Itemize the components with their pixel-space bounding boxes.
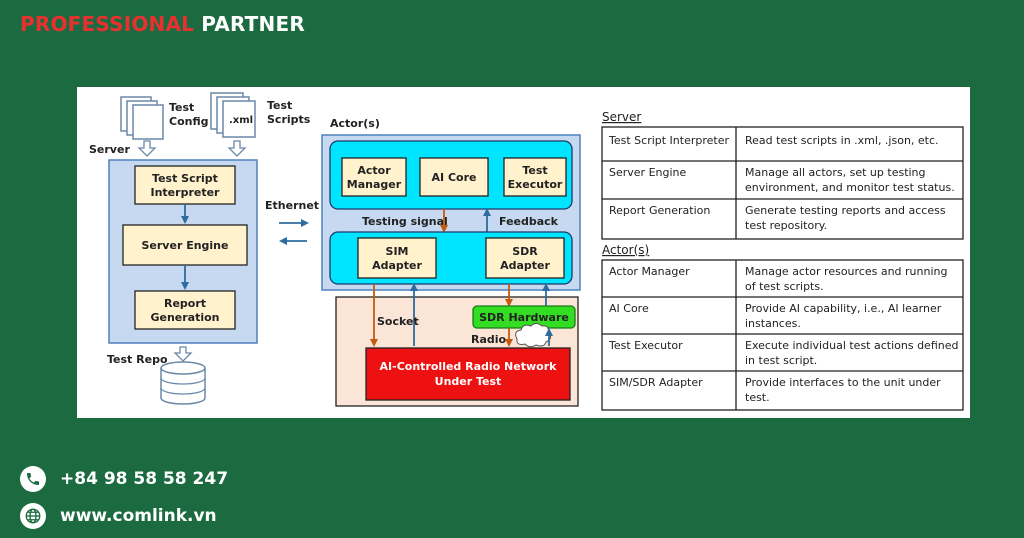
scripts-input-arrow-icon	[227, 140, 247, 157]
test-config-document-icon	[120, 96, 164, 140]
radio-network-label-line1: AI-Controlled Radio Network	[380, 360, 558, 373]
server-row-2-desc-line2: environment, and monitor test status.	[745, 181, 955, 194]
interpreter-label-line2: Interpreter	[151, 186, 221, 199]
test-repo-label: Test Repo	[107, 353, 168, 366]
interpreter-label-line1: Test Script	[152, 172, 218, 185]
repo-arrow-icon	[173, 346, 193, 362]
actors-row-3-name: Test Executor	[608, 339, 683, 352]
actors-label: Actor(s)	[330, 117, 380, 130]
diagram-panel: Test Config .xml Test Scripts Server Tes…	[77, 87, 970, 418]
actor-manager-label-line1: Actor	[357, 164, 391, 177]
actors-row-3-desc-line2: in test script.	[745, 354, 817, 367]
server-table-heading: Server	[602, 110, 641, 124]
test-executor-block	[503, 157, 567, 197]
radio-network-block	[365, 347, 571, 401]
phone-contact[interactable]: +84 98 58 58 247	[20, 466, 228, 492]
test-executor-label-line1: Test	[522, 164, 547, 177]
socket-label: Socket	[377, 315, 419, 328]
server-engine-block	[122, 224, 248, 266]
architecture-diagram: Test Config .xml Test Scripts Server Tes…	[89, 92, 964, 411]
server-row-2-desc-line1: Manage all actors, set up testing	[745, 166, 926, 179]
actor-manager-block	[341, 157, 407, 197]
testing-signal-label: Testing signal	[362, 215, 448, 228]
actors-row-2-desc-line1: Provide AI capability, i.e., AI learner	[745, 302, 942, 315]
server-label: Server	[89, 143, 130, 156]
test-config-label-line1: Test	[169, 101, 194, 114]
test-scripts-label-line2: Scripts	[267, 113, 311, 126]
brand-title: PROFESSIONAL PARTNER	[20, 12, 305, 36]
actors-row-1-name: Actor Manager	[609, 265, 690, 278]
actors-row-1-desc-line2: of test scripts.	[745, 280, 824, 293]
feedback-label: Feedback	[499, 215, 559, 228]
database-icon	[160, 361, 206, 405]
server-table	[601, 126, 964, 240]
actors-row-1-desc-line1: Manage actor resources and running	[745, 265, 948, 278]
xml-label: .xml	[229, 115, 253, 126]
test-executor-label-line2: Executor	[508, 178, 563, 191]
actors-row-4-name: SIM/SDR Adapter	[609, 376, 703, 389]
website-contact[interactable]: www.comlink.vn	[20, 503, 217, 529]
server-engine-label: Server Engine	[142, 239, 229, 252]
phone-number: +84 98 58 58 247	[60, 469, 229, 489]
server-row-2-name: Server Engine	[609, 166, 687, 179]
sdr-adapter-label-line2: Adapter	[500, 259, 550, 272]
config-input-arrow-icon	[137, 140, 157, 157]
sim-adapter-label-line2: Adapter	[372, 259, 422, 272]
sdr-hardware-label: SDR Hardware	[479, 311, 569, 324]
website-url: www.comlink.vn	[60, 506, 217, 526]
actors-table-heading: Actor(s)	[602, 243, 649, 257]
report-generation-block	[134, 290, 236, 330]
globe-icon	[20, 503, 46, 529]
server-row-3-desc-line2: test repository.	[745, 219, 827, 232]
actors-row-2-name: AI Core	[609, 302, 649, 315]
actors-table	[601, 259, 964, 411]
test-scripts-label-line1: Test	[267, 99, 292, 112]
brand-professional: PROFESSIONAL	[20, 12, 195, 36]
server-row-1-desc-line1: Read test scripts in .xml, .json, etc.	[745, 134, 939, 147]
sim-adapter-block	[357, 237, 437, 279]
sdr-adapter-block	[485, 237, 565, 279]
test-config-label-line2: Config	[169, 115, 209, 128]
ethernet-label: Ethernet	[265, 199, 319, 212]
actors-row-4-desc-line1: Provide interfaces to the unit under	[745, 376, 941, 389]
server-row-3-desc-line1: Generate testing reports and access	[745, 204, 946, 217]
radio-label: Radio	[471, 333, 507, 346]
report-label-line1: Report	[164, 297, 206, 310]
phone-icon	[20, 466, 46, 492]
server-row-3-name: Report Generation	[609, 204, 710, 217]
actors-row-3-desc-line1: Execute individual test actions defined	[745, 339, 958, 352]
brand-partner: PARTNER	[201, 12, 305, 36]
ai-core-block	[419, 157, 489, 197]
radio-network-label-line2: Under Test	[435, 375, 502, 388]
actor-manager-label-line2: Manager	[347, 178, 402, 191]
actors-row-4-desc-line2: test.	[745, 391, 770, 404]
report-label-line2: Generation	[150, 311, 219, 324]
sdr-adapter-label-line1: SDR	[512, 245, 538, 258]
sim-adapter-label-line1: SIM	[386, 245, 409, 258]
server-row-1-name: Test Script Interpreter	[608, 134, 729, 147]
test-scripts-document-icon	[210, 92, 256, 138]
actors-row-2-desc-line2: instances.	[745, 317, 801, 330]
ai-core-label: AI Core	[432, 171, 477, 184]
